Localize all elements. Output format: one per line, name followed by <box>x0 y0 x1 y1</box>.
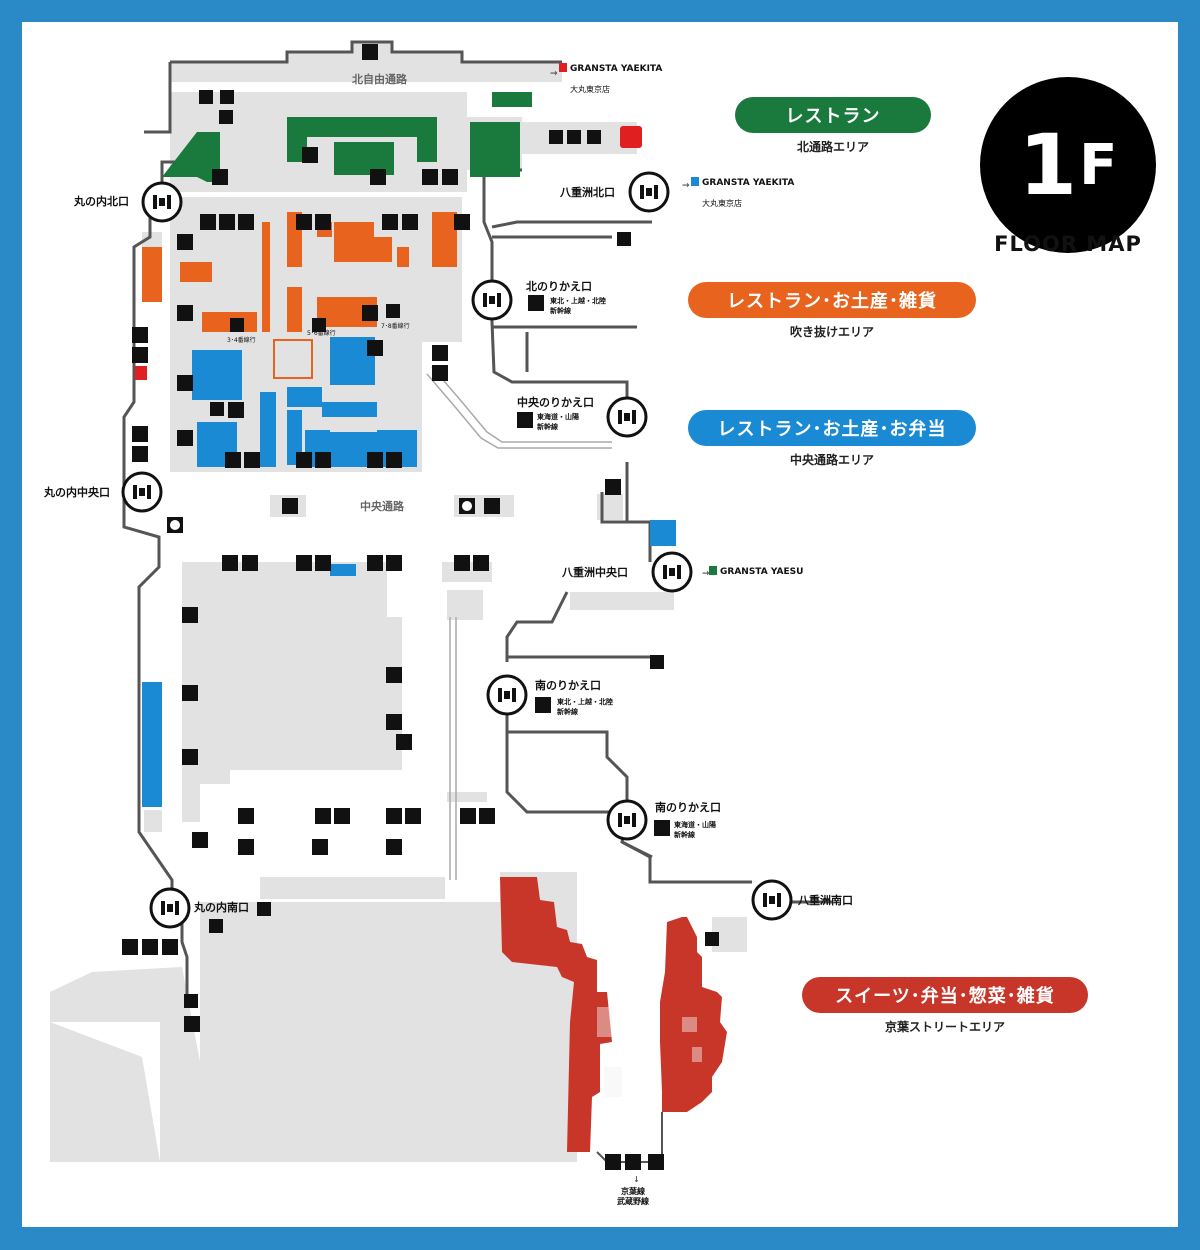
aed-icon <box>620 126 642 148</box>
gate-label-transfer-central: 中央のりかえ口 <box>517 395 594 409</box>
gate-label-yaesu-north: 八重洲北口 <box>559 185 615 199</box>
gate-label-yaesu-central: 八重洲中央口 <box>561 565 628 579</box>
legend-restaurant: レストラン <box>735 97 931 133</box>
line-label: 東北・上越・北陸 <box>557 697 613 706</box>
legend-sweets-bento: スイーツ･弁当･惣菜･雑貨 <box>802 977 1088 1013</box>
line-label: 新幹線 <box>550 306 571 315</box>
link-arrow: → <box>702 569 710 579</box>
legend-souvenir-bento-sub: 中央通路エリア <box>789 453 874 467</box>
gransta-logo-dots <box>559 63 717 575</box>
keiyo-line-1: 京葉線 <box>621 1186 645 1196</box>
floor-map: 丸の内北口 丸の内中央口 丸の内南口 八重洲北口 八重洲中央口 八重洲南口 北の… <box>43 40 853 1206</box>
line-label: 新幹線 <box>537 422 558 431</box>
legend-sweets-bento-sub: 京葉ストリートエリア <box>884 1020 1005 1034</box>
line-label: 東海道・山陽 <box>674 820 716 829</box>
restaurant-area-north <box>162 92 532 182</box>
legend-souvenir-goods-sub: 吹き抜けエリア <box>789 325 874 339</box>
gate-label-transfer-south-1: 南のりかえ口 <box>535 678 601 692</box>
legend-souvenir-bento: レストラン･お土産･お弁当 <box>688 410 976 446</box>
link-gransta-yaekita-1[interactable]: GRANSTA YAEKITA <box>570 64 662 74</box>
legend-souvenir-goods: レストラン･お土産･雑貨 <box>688 282 976 318</box>
link-arrow: → <box>682 181 690 191</box>
souvenir-area-atrium <box>142 212 457 332</box>
platform-label: 3･4番線行 <box>227 336 256 344</box>
info-icons <box>170 501 472 530</box>
gate-glyphs <box>133 185 781 915</box>
floor-suffix: F <box>1079 132 1118 198</box>
gate-label-marunouchi-central: 丸の内中央口 <box>43 485 110 499</box>
keiyo-interior <box>597 1007 702 1097</box>
gate-label-marunouchi-north: 丸の内北口 <box>73 194 129 208</box>
platform-label: 5･6番線行 <box>307 329 336 337</box>
legend-restaurant-sub: 北通路エリア <box>796 140 869 154</box>
sweets-area-keiyo <box>500 877 727 1152</box>
link-sub: 大丸東京店 <box>570 84 610 94</box>
gate-label-marunouchi-south: 丸の内南口 <box>193 900 249 914</box>
gate-label-transfer-south-2: 南のりかえ口 <box>655 800 721 814</box>
down-arrow: ↓ <box>633 1175 640 1184</box>
highlight-escalator-box <box>273 339 313 379</box>
gate-label-yaesu-south: 八重洲南口 <box>797 893 853 907</box>
platform-label: 7･8番線行 <box>381 322 410 330</box>
double-track <box>426 366 612 880</box>
line-label: 新幹線 <box>557 707 578 716</box>
line-label: 東北・上越・北陸 <box>550 296 606 305</box>
line-label: 新幹線 <box>674 830 695 839</box>
link-gransta-yaesu[interactable]: GRANSTA YAESU <box>720 567 803 577</box>
link-sub: 大丸東京店 <box>702 198 742 208</box>
gate-label-transfer-north: 北のりかえ口 <box>526 279 592 293</box>
link-arrow: → <box>550 69 558 79</box>
floor-number: 1 <box>1018 116 1078 214</box>
passage-label-central: 中央通路 <box>360 499 405 513</box>
toilet-red-icons <box>135 366 147 380</box>
keiyo-line-2: 武蔵野線 <box>617 1196 649 1206</box>
map-frame: 丸の内北口 丸の内中央口 丸の内南口 八重洲北口 八重洲中央口 八重洲南口 北の… <box>22 22 1178 1227</box>
floor-map-title: FLOOR MAP <box>994 232 1142 256</box>
bento-area-central <box>142 337 676 807</box>
facility-icons <box>122 44 719 1170</box>
link-gransta-yaekita-2[interactable]: GRANSTA YAEKITA <box>702 178 794 188</box>
line-label: 東海道・山陽 <box>537 412 579 421</box>
passage-label-north: 北自由通路 <box>352 72 408 86</box>
